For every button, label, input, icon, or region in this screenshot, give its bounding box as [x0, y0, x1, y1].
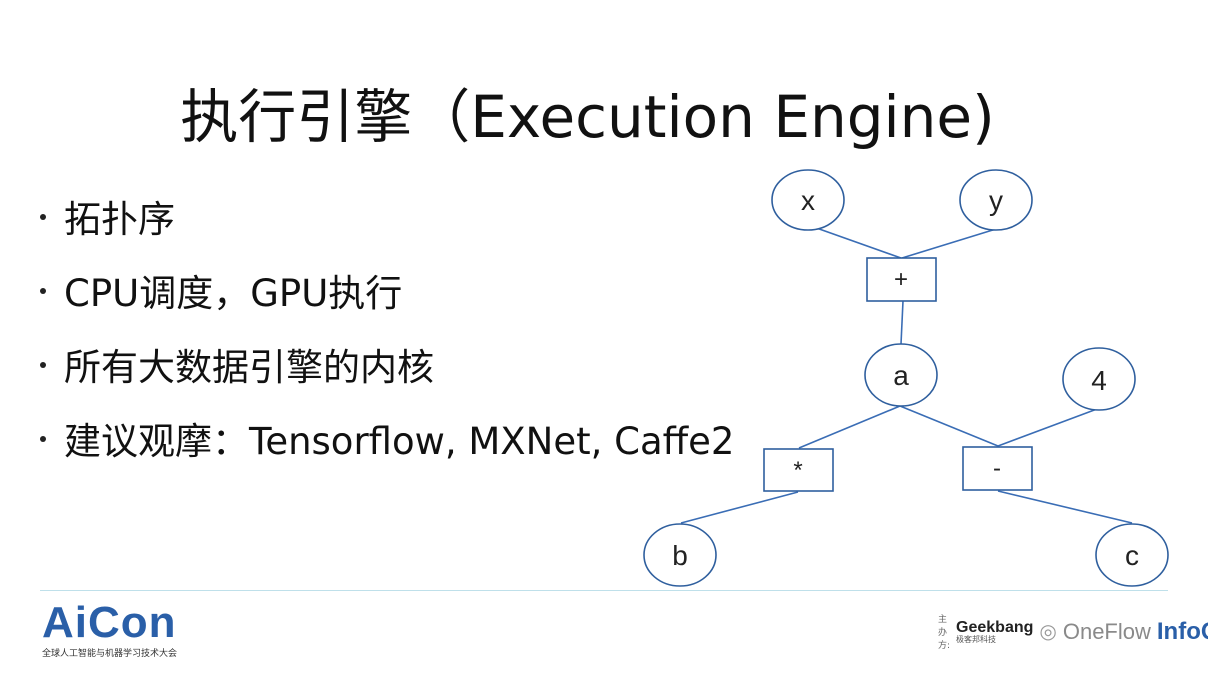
- bullet-text: 所有大数据引擎的内核: [64, 346, 434, 389]
- bullet-text: 拓扑序: [64, 198, 175, 241]
- op-plus: +: [866, 257, 937, 302]
- bullet-text: 建议观摩：Tensorflow, MXNet, Caffe2: [64, 420, 735, 463]
- op-mul: *: [763, 448, 834, 492]
- edge-a-mul: [798, 405, 901, 449]
- aicon-subtitle: 全球人工智能与机器学习技术大会: [42, 649, 178, 659]
- node-a: a: [864, 343, 938, 407]
- bullet-item: 拓扑序: [40, 190, 734, 264]
- footer-divider: [40, 590, 1168, 591]
- bullet-dot-icon: [40, 362, 46, 368]
- op-plus-label: +: [894, 266, 908, 293]
- edge-y-plus: [901, 228, 997, 259]
- bullet-text: CPU调度，GPU执行: [64, 272, 403, 315]
- infoq-logo: InfoQ: [1156, 617, 1208, 645]
- node-b-label: b: [672, 540, 688, 571]
- watermark-text: OneFlow: [1062, 618, 1151, 644]
- op-mul-label: *: [793, 457, 802, 484]
- node-a-label: a: [893, 360, 909, 391]
- edge-a-minus: [899, 405, 999, 447]
- node-c: c: [1095, 523, 1169, 587]
- node-x-label: x: [801, 185, 815, 216]
- aicon-brand: AiCon: [42, 598, 177, 647]
- node-x: x: [771, 169, 845, 231]
- slide-title: 执行引擎（Execution Engine): [180, 83, 995, 151]
- geekbang-logo: Geekbang 极客邦科技: [956, 618, 1034, 644]
- sponsor-label: 主办方:: [938, 615, 951, 651]
- node-four: 4: [1062, 347, 1136, 411]
- edge-minus-c: [997, 490, 1133, 524]
- node-y: y: [959, 169, 1033, 231]
- node-y-label: y: [989, 185, 1003, 216]
- bullet-item: 建议观摩：Tensorflow, MXNet, Caffe2: [40, 412, 734, 486]
- bullet-dot-icon: [40, 214, 46, 220]
- aicon-logo: AiCon 全球人工智能与机器学习技术大会: [42, 598, 178, 660]
- edge-four-minus: [997, 408, 1098, 447]
- edge-plus-a: [900, 300, 904, 345]
- geekbang-name: Geekbang: [956, 618, 1034, 636]
- op-minus-label: -: [993, 455, 1001, 482]
- bullet-dot-icon: [40, 288, 46, 294]
- geekbang-sub: 极客邦科技: [956, 634, 997, 644]
- sponsor-area: 主办方: Geekbang 极客邦科技 ◎ OneFlow InfoQ: [938, 612, 1208, 651]
- edge-x-plus: [807, 224, 902, 259]
- wechat-icon: ◎: [1039, 621, 1057, 643]
- node-c-label: c: [1125, 540, 1139, 571]
- bullet-item: CPU调度，GPU执行: [40, 264, 734, 338]
- node-b: b: [643, 523, 717, 587]
- bullet-dot-icon: [40, 436, 46, 442]
- node-four-label: 4: [1091, 365, 1107, 396]
- op-minus: -: [962, 446, 1033, 491]
- bullet-list: 拓扑序 CPU调度，GPU执行 所有大数据引擎的内核 建议观摩：Tensorfl…: [40, 190, 734, 486]
- bullet-item: 所有大数据引擎的内核: [40, 338, 734, 412]
- edge-mul-b: [680, 491, 799, 524]
